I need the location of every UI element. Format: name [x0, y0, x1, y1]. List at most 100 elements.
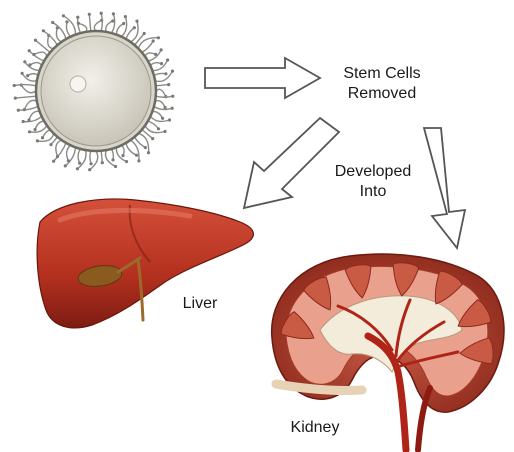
corona-cell: [27, 118, 30, 121]
corona-cell: [49, 143, 52, 146]
corona-cell: [42, 29, 45, 32]
corona-cell: [164, 72, 167, 75]
corona-cell: [76, 167, 79, 170]
corona-spike: [106, 21, 113, 32]
corona-spike: [142, 41, 153, 52]
corona-cell: [64, 164, 67, 167]
corona-spike: [135, 34, 145, 46]
liver-label: Liver: [176, 294, 224, 314]
corona-cell: [121, 154, 124, 157]
corona-spike: [30, 125, 47, 132]
corona-spike: [89, 14, 91, 31]
arrow-to-kidney: [424, 128, 465, 248]
corona-spike: [43, 31, 57, 45]
corona-cell: [111, 158, 114, 161]
corona-spike: [130, 140, 139, 161]
corona-cell: [34, 39, 37, 42]
corona-spike: [90, 151, 91, 164]
corona-cell: [133, 26, 136, 29]
stem-cells-removed-label: Stem Cells Removed: [330, 64, 434, 104]
corona-cell: [114, 165, 117, 168]
corona-spike: [148, 121, 159, 129]
corona-spike: [66, 22, 70, 37]
corona-spike: [130, 21, 138, 42]
corona-cell: [135, 154, 138, 157]
corona-spike: [154, 73, 166, 75]
corona-spike: [14, 85, 36, 86]
corona-spike: [78, 149, 80, 163]
corona-cell: [125, 160, 128, 163]
corona-cell: [51, 21, 54, 24]
corona-cell: [160, 48, 163, 51]
corona-cell: [143, 32, 146, 35]
corona-spike: [15, 96, 36, 98]
developed-line-2: Into: [318, 182, 428, 202]
corona-spike: [67, 145, 71, 160]
corona-cell: [151, 137, 154, 140]
corona-cell: [28, 63, 31, 66]
corona-spike: [112, 14, 115, 33]
corona-cell: [135, 20, 138, 23]
corona-spike: [43, 130, 51, 138]
kidney-label: Kidney: [283, 418, 347, 438]
corona-spike: [154, 107, 172, 110]
developed-into-label: Developed Into: [318, 162, 428, 202]
corona-cell: [171, 70, 174, 73]
corona-spike: [18, 107, 38, 111]
corona-spike: [21, 85, 36, 93]
corona-cell: [52, 160, 55, 163]
corona-cell: [157, 36, 160, 39]
egg-cell-image: [13, 12, 175, 172]
corona-cell: [77, 22, 80, 25]
corona-spike: [150, 116, 169, 121]
corona-cell: [56, 155, 59, 158]
corona-cell: [168, 118, 171, 121]
corona-cell: [112, 12, 115, 15]
corona-cell: [62, 14, 65, 17]
corona-cell: [137, 159, 140, 162]
corona-cell: [28, 49, 31, 52]
corona-cell: [161, 117, 164, 120]
corona-cell: [124, 15, 127, 18]
corona-spike: [30, 63, 42, 66]
developed-line-1: Developed: [318, 162, 428, 182]
stem-cells-line-2: Removed: [330, 84, 434, 104]
corona-cell: [163, 130, 166, 133]
corona-cell: [41, 136, 44, 139]
corona-cell: [67, 159, 70, 162]
corona-cell: [100, 12, 103, 15]
corona-cell: [166, 58, 169, 61]
corona-cell: [101, 161, 104, 164]
corona-spike: [145, 125, 165, 132]
egg-cell-nucleus: [70, 76, 86, 92]
corona-spike: [35, 121, 44, 130]
corona-cell: [160, 62, 163, 65]
corona-spike: [156, 89, 166, 96]
corona-cell: [21, 72, 24, 75]
corona-cell: [23, 60, 26, 63]
corona-cell: [152, 39, 155, 42]
corona-cell: [65, 20, 68, 23]
corona-spike: [94, 20, 101, 31]
corona-cell: [28, 130, 31, 133]
corona-spike: [152, 111, 162, 118]
corona-spike: [56, 140, 62, 156]
corona-cell: [14, 97, 17, 100]
corona-cell: [78, 162, 81, 165]
corona-cell: [88, 13, 91, 16]
renal-vein: [418, 388, 430, 450]
corona-spike: [101, 151, 102, 163]
corona-spike: [106, 150, 116, 166]
corona-spike: [112, 149, 114, 160]
corona-cell: [144, 146, 147, 149]
corona-spike: [116, 24, 123, 35]
corona-spike: [155, 101, 165, 108]
corona-spike: [63, 16, 75, 35]
stem-cells-line-1: Stem Cells: [330, 64, 434, 84]
corona-cell: [76, 16, 79, 19]
corona-spike: [23, 116, 41, 121]
corona-cell: [157, 127, 160, 130]
arrow-right: [205, 58, 320, 98]
corona-cell: [17, 109, 20, 112]
